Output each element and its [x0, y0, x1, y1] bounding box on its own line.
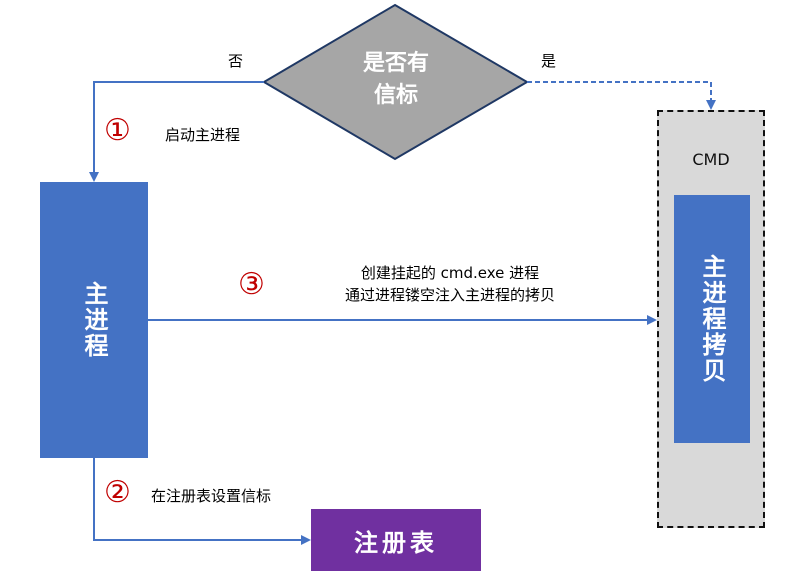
main-process-label: 主进程 [80, 281, 108, 359]
decision-label-line1: 是否有 [362, 51, 429, 76]
step-1-text: 启动主进程 [165, 126, 241, 144]
no-branch-arrow [89, 81, 264, 182]
registry-arrow [93, 458, 311, 545]
step-3-text-line2: 通过进程镂空注入主进程的拷贝 [344, 286, 555, 304]
yes-branch-arrow [527, 81, 716, 110]
registry-label: 注册表 [354, 528, 438, 557]
yes-label: 是 [541, 52, 557, 70]
step-2-marker: ② [104, 475, 131, 510]
decision-diamond [262, 3, 529, 161]
registry-box: 注册表 [311, 509, 481, 571]
step-2-text: 在注册表设置信标 [151, 487, 272, 505]
decision-label: 是否有 信标 [340, 48, 452, 112]
main-process-box: 主进程 [40, 182, 148, 458]
process-copy-box: 主进程拷贝 [674, 195, 750, 443]
step-1-marker: ① [104, 113, 131, 148]
cmd-label: CMD [692, 150, 730, 169]
step-3-marker: ③ [238, 267, 265, 302]
process-copy-label: 主进程拷贝 [698, 254, 726, 384]
no-label: 否 [228, 52, 244, 70]
step-3-text: 创建挂起的 cmd.exe 进程 通过进程镂空注入主进程的拷贝 [270, 262, 630, 306]
decision-label-line2: 信标 [373, 83, 418, 108]
step-3-text-line1: 创建挂起的 cmd.exe 进程 [360, 264, 540, 282]
